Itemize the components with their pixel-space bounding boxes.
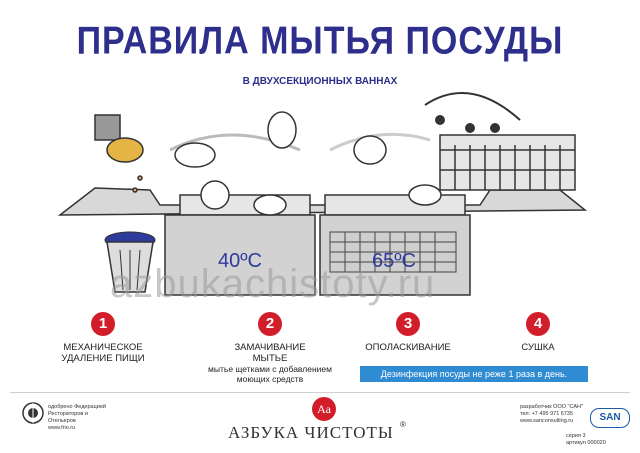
step-label: ЗАМАЧИВАНИЕ МЫТЬЕ: [234, 342, 306, 364]
cabinet-left: [164, 214, 316, 296]
step-label: ОПОЛАСКИВАНИЕ: [365, 342, 451, 353]
registered-mark: ®: [400, 420, 406, 429]
plate-characters: [174, 111, 442, 216]
step-label: МЕХАНИЧЕСКОЕ УДАЛЕНИЕ ПИЩИ: [61, 342, 145, 364]
step-number: 3: [396, 312, 420, 336]
watermark: azbukachistoty.ru: [110, 262, 436, 306]
dish-rack-grid: [329, 231, 457, 273]
series-text: серия 3 артикул 000020: [566, 433, 606, 446]
temperature-left: 40ºC: [218, 250, 262, 272]
brand-logo: Аа: [312, 397, 336, 421]
counter-top: [57, 187, 588, 216]
hand-with-pot: [94, 114, 144, 193]
step-3: 3 ОПОЛАСКИВАНИЕ: [343, 312, 473, 353]
sink-right: [324, 194, 466, 216]
developer-text: разработчик ООО "САН" тел: +7 495 971 67…: [520, 404, 583, 424]
drying-rack: [439, 134, 576, 191]
step-number: 4: [526, 312, 550, 336]
footer-divider: [10, 392, 630, 393]
temperature-right: 65ºC: [372, 250, 416, 272]
endorsement-text: одобрено Федерацией Рестораторов и Отель…: [48, 404, 106, 431]
waste-bin: [104, 231, 156, 293]
step-4: 4 СУШКА: [473, 312, 603, 353]
federation-emblem-icon: [22, 402, 44, 424]
decor-wave: [329, 132, 431, 152]
disinfection-banner: Дезинфекция посуды не реже 1 раза в день…: [360, 366, 588, 382]
page-subtitle: В ДВУХСЕКЦИОННЫХ ВАННАХ: [242, 76, 398, 87]
step-1: 1 МЕХАНИЧЕСКОЕ УДАЛЕНИЕ ПИЩИ: [38, 312, 168, 364]
page-title: ПРАВИЛА МЫТЬЯ ПОСУДЫ: [76, 19, 564, 63]
step-label: СУШКА: [521, 342, 555, 353]
step-number: 1: [91, 312, 115, 336]
step-number: 2: [258, 312, 282, 336]
sink-left: [179, 194, 311, 216]
san-logo: SAN: [590, 408, 630, 428]
step-2: 2 ЗАМАЧИВАНИЕ МЫТЬЕ мытье щетками с доба…: [195, 312, 345, 384]
brand-name: АЗБУКА ЧИСТОТЫ: [228, 423, 394, 442]
spray-hose: [424, 92, 521, 133]
step-note: мытье щетками с добавлением моющих средс…: [208, 364, 332, 384]
